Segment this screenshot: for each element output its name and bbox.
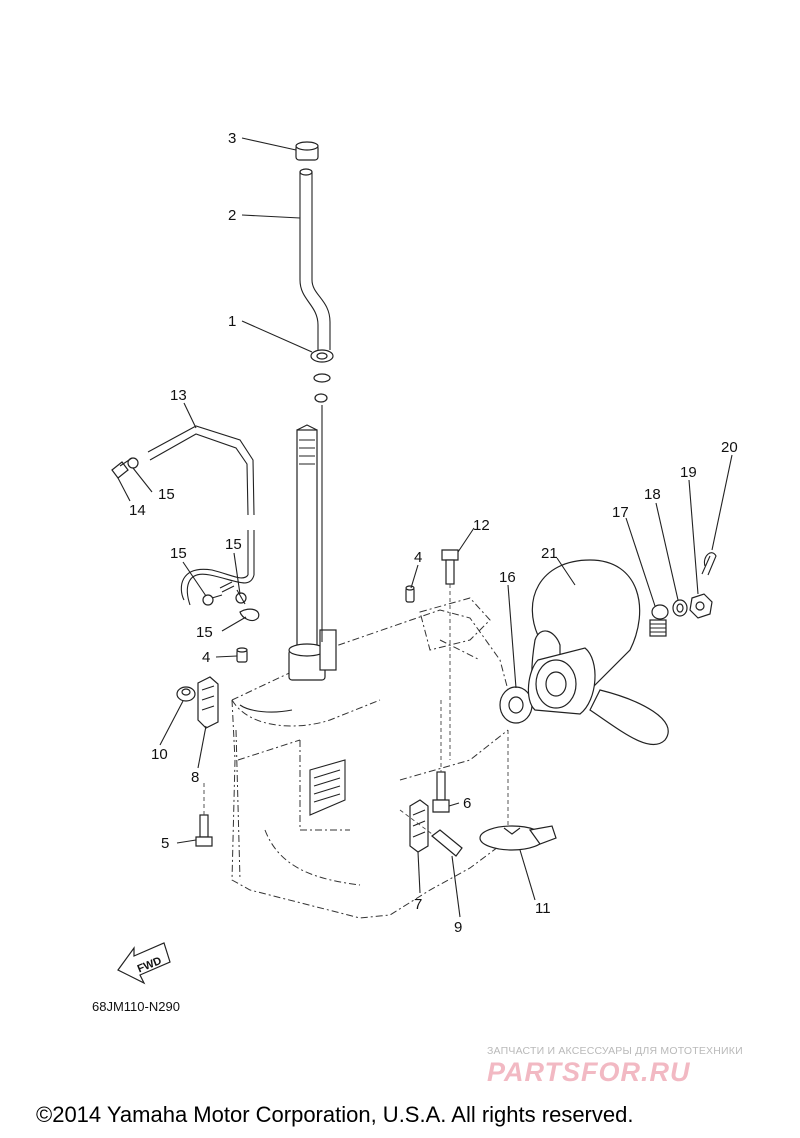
callout-6: 6 xyxy=(463,795,471,812)
callout-14: 14 xyxy=(129,502,146,519)
cotter-pin-20 xyxy=(701,552,717,576)
callout-15-bottom: 15 xyxy=(196,624,213,641)
spacer-17 xyxy=(649,604,669,637)
callout-10: 10 xyxy=(151,746,168,763)
fwd-arrow-icon: FWD xyxy=(117,942,171,985)
callout-9: 9 xyxy=(454,919,462,936)
anode-11 xyxy=(479,730,557,851)
water-hose xyxy=(147,425,255,606)
drive-shaft xyxy=(288,424,337,681)
washer-18 xyxy=(672,599,688,617)
anode-7 xyxy=(409,799,429,853)
callout-2: 2 xyxy=(228,207,236,224)
bolt-6 xyxy=(432,700,450,813)
diagram-reference-code: 68JM110-N290 xyxy=(92,999,180,1014)
bolt-12 xyxy=(441,549,459,760)
tube-bottom-grommet xyxy=(310,349,334,642)
nut-19 xyxy=(689,593,713,619)
screw-9 xyxy=(399,809,463,857)
bolt-5 xyxy=(195,780,213,847)
copyright-notice: ©2014 Yamaha Motor Corporation, U.S.A. A… xyxy=(36,1102,634,1127)
water-tube xyxy=(299,168,331,350)
trim-tab-8 xyxy=(197,676,219,729)
callout-20: 20 xyxy=(721,439,738,456)
callout-12: 12 xyxy=(473,517,490,534)
callout-11: 11 xyxy=(535,900,551,917)
callout-17: 17 xyxy=(612,504,629,521)
callout-15-top: 15 xyxy=(158,486,175,503)
watermark-tagline: ЗАПЧАСТИ И АКСЕССУАРЫ ДЛЯ МОТОТЕХНИКИ xyxy=(487,1045,743,1057)
tube-top-grommet xyxy=(295,141,319,161)
callout-18: 18 xyxy=(644,486,661,503)
callouts: 3 2 1 13 15 14 15 15 15 4 4 10 8 5 6 7 9… xyxy=(129,130,738,936)
leader-lines xyxy=(117,137,733,918)
dowel-pin xyxy=(236,585,415,663)
propeller xyxy=(527,559,669,746)
thrust-washer-16 xyxy=(499,686,533,724)
hose-fitting xyxy=(111,457,235,593)
callout-21: 21 xyxy=(541,545,558,562)
callout-13: 13 xyxy=(170,387,187,404)
callout-1: 1 xyxy=(228,313,236,330)
callout-4-left: 4 xyxy=(202,649,210,666)
callout-16: 16 xyxy=(499,569,516,586)
watermark-logo: PARTSFOR.RU xyxy=(487,1057,691,1087)
callout-3: 3 xyxy=(228,130,236,147)
callout-8: 8 xyxy=(191,769,199,786)
water-inlet-screen xyxy=(309,759,346,816)
callout-7: 7 xyxy=(414,896,422,913)
callout-15-left: 15 xyxy=(170,545,187,562)
hose-clip xyxy=(127,457,260,622)
callout-4-right: 4 xyxy=(414,549,422,566)
grommet-10 xyxy=(176,686,196,702)
lower-case-housing xyxy=(231,597,511,919)
callout-19: 19 xyxy=(680,464,697,481)
callout-15-right: 15 xyxy=(225,536,242,553)
callout-5: 5 xyxy=(161,835,169,852)
